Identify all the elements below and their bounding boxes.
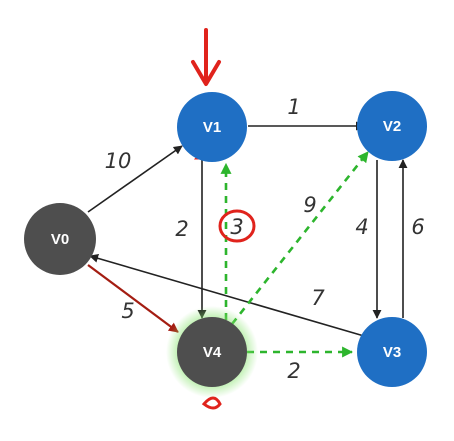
node-v3: V3 xyxy=(357,317,427,387)
edge-weight-v4-v2: 9 xyxy=(303,193,316,217)
edge-weight-v2-v3: 4 xyxy=(355,215,368,239)
annotation-arrow-down xyxy=(191,28,221,86)
node-v2: V2 xyxy=(357,91,427,161)
node-label: V0 xyxy=(51,231,69,248)
annotation-mark-v4 xyxy=(201,396,222,410)
node-label: V2 xyxy=(383,118,401,135)
node-v0: V0 xyxy=(24,203,96,275)
edge-weight-v3-v0: 7 xyxy=(311,286,325,310)
edge-weight-v1-v4: 2 xyxy=(175,217,188,241)
annotation-circle-3 xyxy=(218,209,256,243)
edge-v4-v2 xyxy=(230,151,370,325)
edge-weight-v4-v3: 2 xyxy=(287,359,300,383)
edge-v0-v1 xyxy=(87,145,183,213)
node-v4: V4 xyxy=(166,306,258,398)
node-label: V1 xyxy=(203,119,221,136)
edge-weight-v0-v1: 10 xyxy=(105,149,132,173)
edge-weight-v1-v2: 1 xyxy=(287,95,300,119)
edge-weight-v3-v2: 6 xyxy=(411,215,424,239)
edge-weight-v0-v4: 5 xyxy=(121,299,134,323)
node-label: V4 xyxy=(203,344,222,361)
edge-v3-v0 xyxy=(89,253,365,337)
edge-weight-v4-v1: 3 xyxy=(230,215,243,239)
node-label: V3 xyxy=(383,344,401,361)
node-v1: V1 xyxy=(177,92,247,162)
edge-v0-v4 xyxy=(87,264,179,333)
